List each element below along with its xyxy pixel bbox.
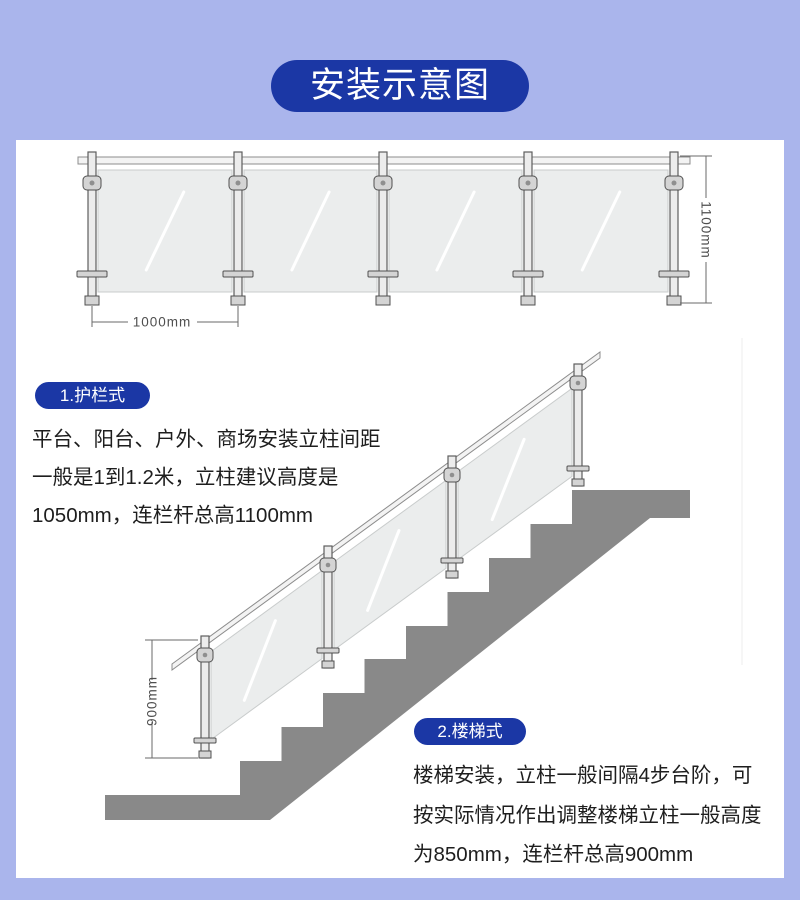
railing-post [233, 151, 243, 305]
post-base [520, 295, 536, 306]
railing-height-dimension: 1100mm [680, 155, 714, 304]
railing-post [669, 151, 679, 305]
glass-clamp [566, 465, 590, 472]
post-base [321, 660, 335, 669]
post-base [375, 295, 391, 306]
glass-clamp [193, 737, 217, 744]
clamp-bolt [575, 380, 581, 386]
railing-height-label: 1100mm [699, 201, 714, 259]
stair-handrail [171, 351, 601, 671]
clamp-bolt [202, 652, 208, 658]
glass-panel [210, 569, 323, 741]
glass-clamp [367, 270, 399, 278]
stair-height-dimension: 900mm [145, 639, 198, 759]
post-spacing-label: 1000mm [133, 315, 192, 330]
post-base [445, 570, 459, 579]
post-base [198, 750, 212, 759]
post-base [84, 295, 100, 306]
section-tag-guardrail: 1.护栏式 [35, 382, 150, 409]
glass-reflection [290, 190, 331, 272]
page-title: 安装示意图 [271, 60, 529, 112]
railing-post [523, 151, 533, 305]
glass-reflection [580, 190, 622, 272]
clamp-bolt [449, 472, 455, 478]
glass-clamp [512, 270, 544, 278]
glass-reflection [144, 190, 186, 272]
description-line: 平台、阳台、户外、商场安装立柱间距 [32, 428, 381, 451]
glass-panel [457, 387, 573, 561]
post-base [666, 295, 682, 306]
railing-post [378, 151, 388, 305]
description-line: 按实际情况作出调整楼梯立柱一般高度 [413, 803, 762, 827]
glass-reflection [242, 619, 277, 702]
post-base [571, 478, 585, 487]
glass-reflection [366, 529, 401, 612]
description-line: 为850mm，连栏杆总高900mm [413, 843, 694, 866]
glass-panel [333, 479, 447, 651]
guardrail-description: 平台、阳台、户外、商场安装立柱间距 一般是1到1.2米，立柱建议高度是 1050… [32, 421, 381, 535]
glass-clamp [316, 647, 340, 654]
clamp-bolt [235, 180, 241, 186]
description-line: 楼梯安装，立柱一般间隔4步台阶，可 [413, 764, 753, 787]
glass-reflection [435, 190, 476, 272]
clamp-bolt [325, 562, 331, 568]
glass-reflection [490, 437, 526, 522]
clamp-bolt [525, 180, 531, 186]
post-spacing-dimension: 1000mm [91, 306, 239, 330]
section-tag-stair: 2.楼梯式 [414, 718, 526, 745]
glass-clamp [658, 270, 690, 278]
stair-railing-drawing [171, 351, 601, 759]
stair-description: 楼梯安装，立柱一般间隔4步台阶，可 按实际情况作出调整楼梯立柱一般高度 为850… [413, 756, 762, 875]
description-line: 1050mm，连栏杆总高1100mm [32, 504, 313, 527]
clamp-bolt [89, 180, 95, 186]
railing-post [87, 151, 97, 305]
flat-railing-drawing [76, 151, 691, 306]
clamp-bolt [380, 180, 386, 186]
glass-clamp [76, 270, 108, 278]
glass-clamp [440, 557, 464, 564]
post-base [230, 295, 246, 306]
description-line: 一般是1到1.2米，立柱建议高度是 [32, 466, 339, 489]
staircase [105, 490, 690, 820]
glass-panel [388, 169, 523, 293]
glass-clamp [222, 270, 254, 278]
clamp-bolt [671, 180, 677, 186]
stair-height-label: 900mm [145, 676, 160, 726]
